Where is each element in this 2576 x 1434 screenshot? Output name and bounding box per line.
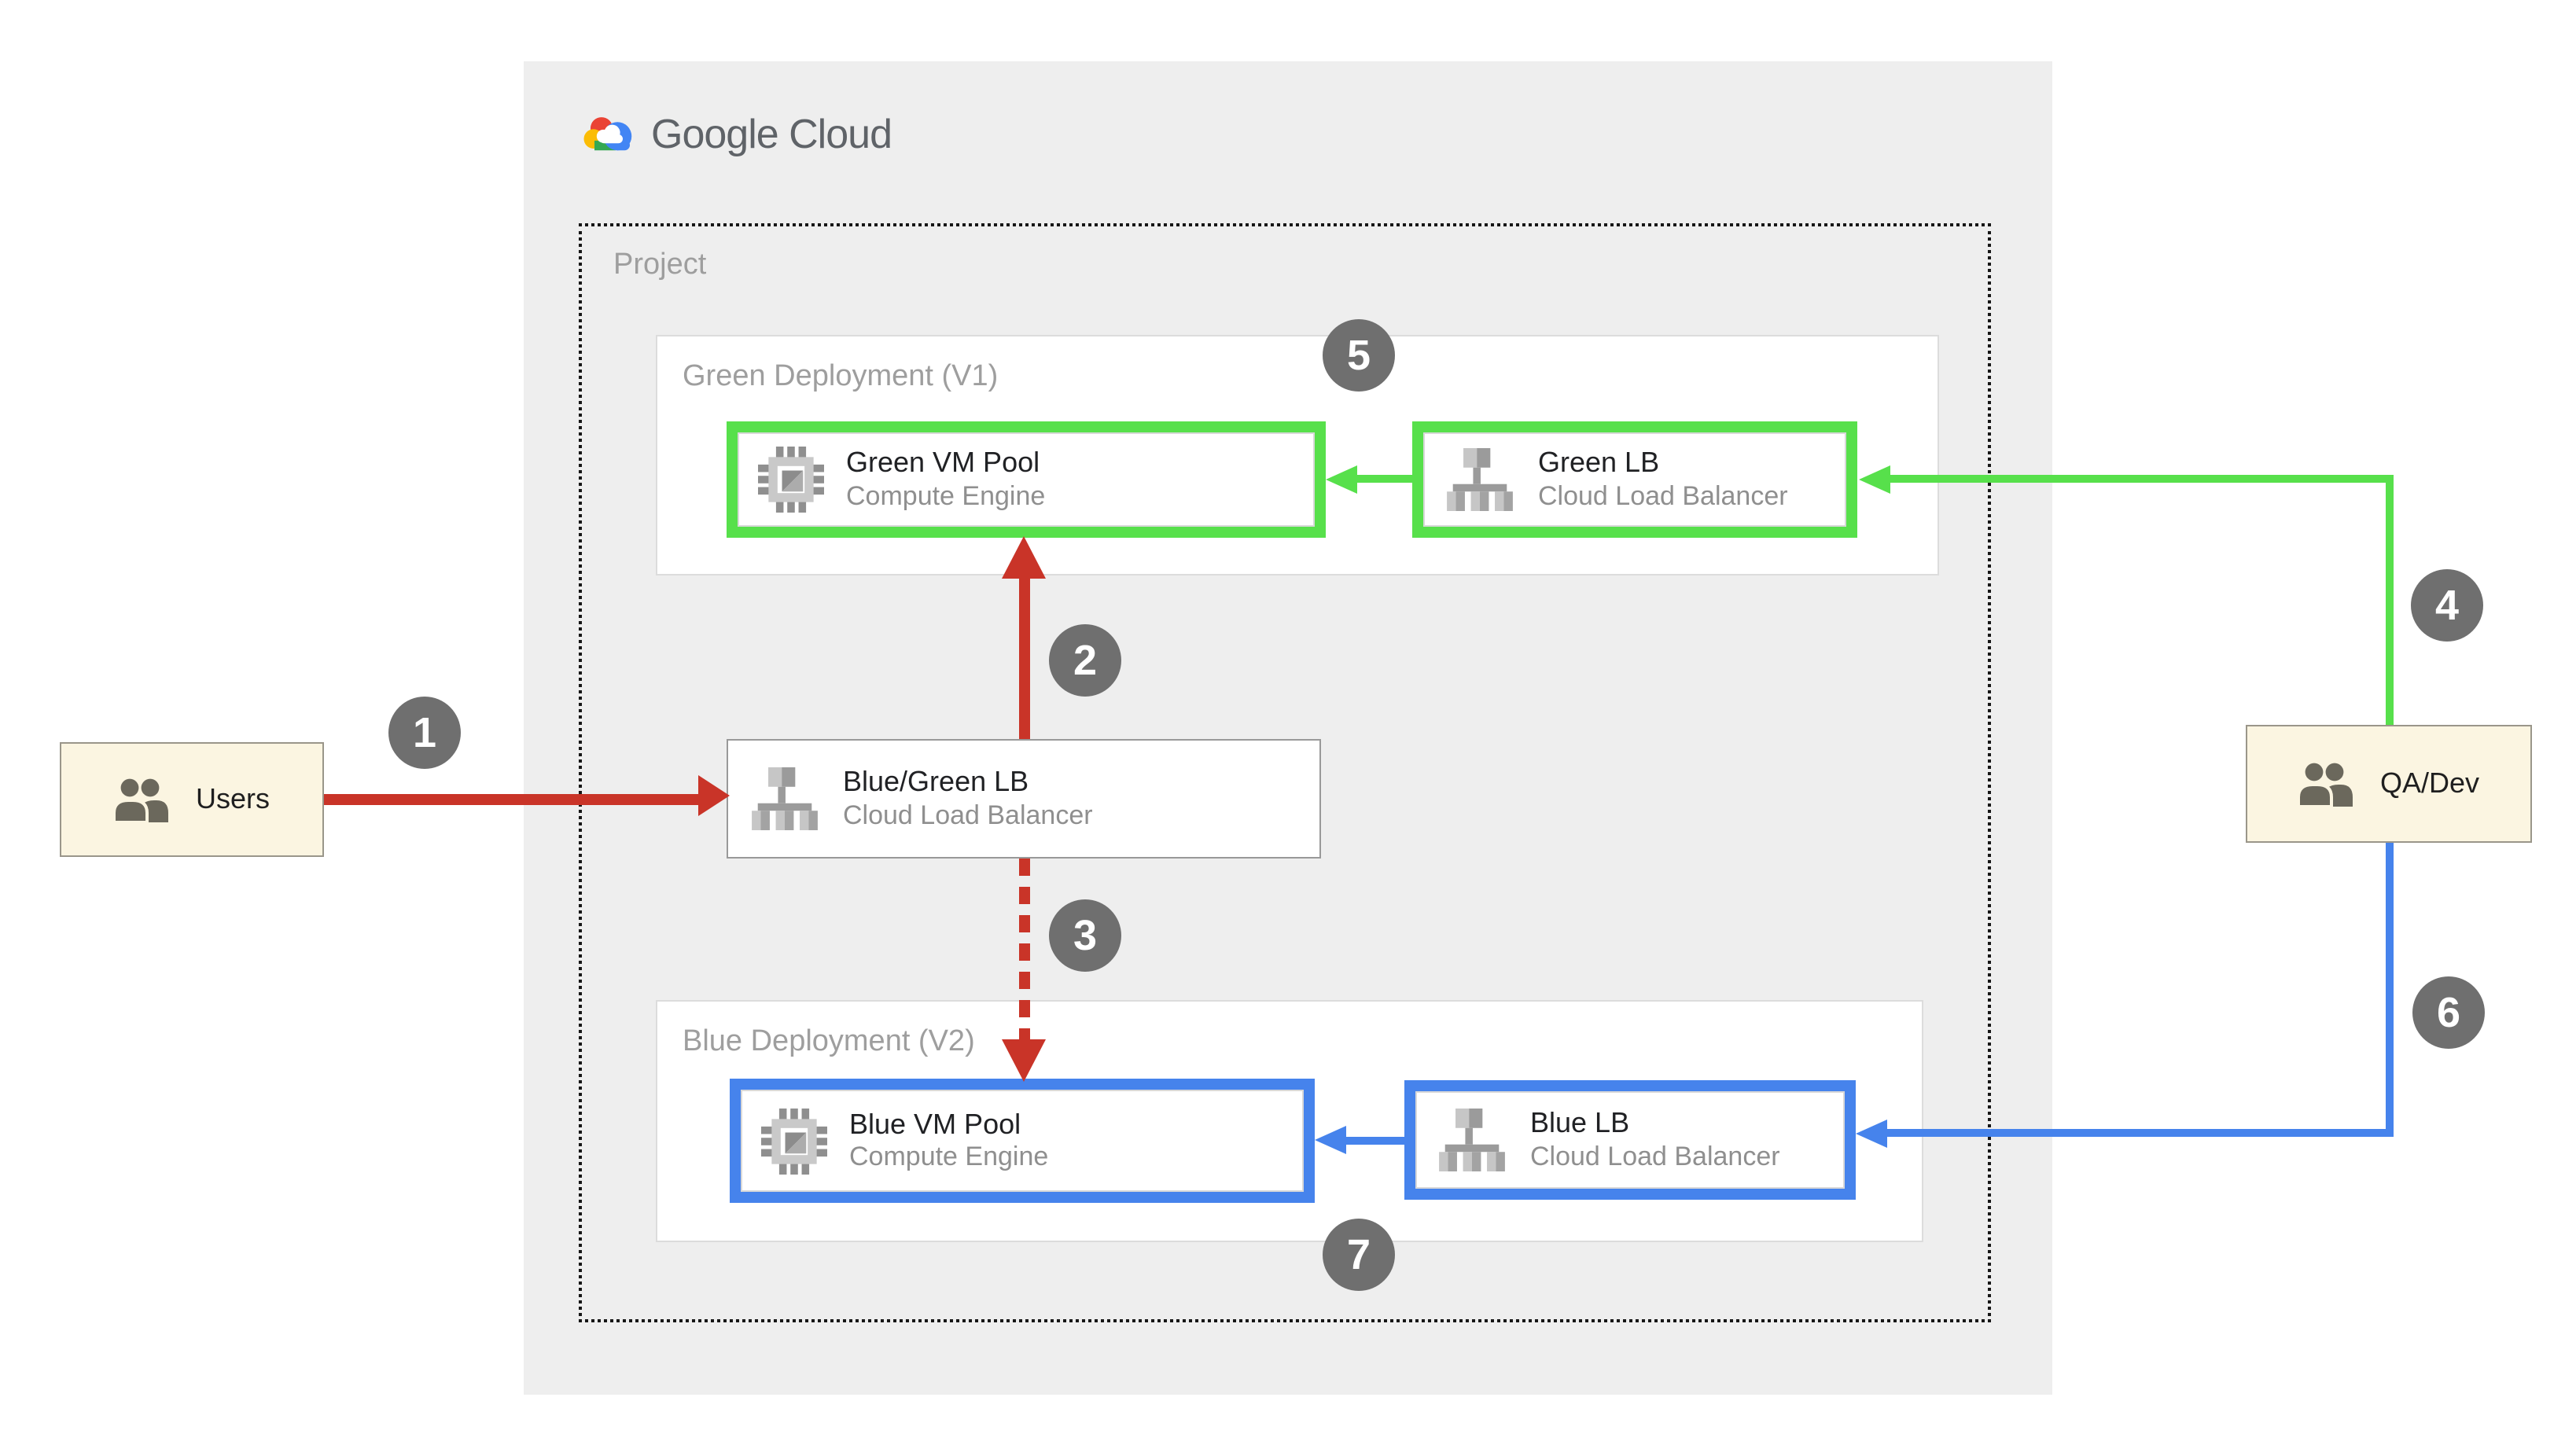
qa-to-blue-lb-vertical-line [2386, 843, 2394, 1137]
blue-green-lb-node: Blue/Green LB Cloud Load Balancer [727, 739, 1321, 859]
node-title: Blue VM Pool [849, 1108, 1021, 1139]
blue-deployment-title: Blue Deployment (V2) [683, 1025, 975, 1058]
google-cloud-logo: Google Cloud [582, 110, 892, 159]
node-title: Blue/Green LB [843, 766, 1029, 797]
actor-label: Users [195, 783, 270, 814]
lb-to-green-vm-arrow-line [1019, 575, 1030, 739]
node-subtitle: Cloud Load Balancer [1530, 1141, 1780, 1171]
lb-to-green-vm-arrowhead-icon [1002, 536, 1046, 579]
lb-to-blue-vm-arrowhead-icon [1002, 1039, 1046, 1082]
google-cloud-cloud-icon [582, 113, 635, 156]
green-deployment-title: Green Deployment (V1) [683, 360, 999, 393]
load-balancer-icon [1436, 1109, 1508, 1171]
step-badge-7: 7 [1323, 1219, 1395, 1291]
load-balancer-icon [1444, 448, 1516, 511]
node-subtitle: Compute Engine [846, 480, 1046, 511]
green-vm-pool-node: Green VM Pool Compute Engine [727, 421, 1326, 538]
qa-to-green-lb-horizontal-line [1887, 475, 2394, 483]
step-badge-3: 3 [1049, 899, 1121, 972]
step-badge-6: 6 [2412, 976, 2485, 1049]
qa-dev-actor: QA/Dev [2246, 725, 2532, 843]
users-to-lb-arrow-line [324, 794, 701, 805]
lb-to-blue-vm-dashed-line [1019, 859, 1030, 1039]
step-badge-5: 5 [1323, 319, 1395, 392]
blue-vm-pool-node: Blue VM Pool Compute Engine [730, 1079, 1315, 1203]
node-subtitle: Cloud Load Balancer [843, 800, 1093, 830]
blue-lb-node: Blue LB Cloud Load Balancer [1404, 1080, 1856, 1200]
node-title: Green VM Pool [846, 447, 1040, 478]
green-lb-to-vm-arrowhead-icon [1326, 465, 1357, 494]
node-subtitle: Cloud Load Balancer [1538, 480, 1788, 511]
brand-name: Google Cloud [651, 110, 892, 157]
step-badge-2: 2 [1049, 624, 1121, 697]
node-subtitle: Compute Engine [849, 1142, 1049, 1172]
project-boundary: Project [579, 223, 1991, 1322]
blue-lb-to-vm-arrowhead-icon [1315, 1126, 1346, 1154]
compute-engine-icon [758, 447, 824, 513]
green-lb-node: Green LB Cloud Load Balancer [1412, 421, 1857, 538]
node-title: Green LB [1538, 447, 1660, 478]
compute-engine-icon [761, 1108, 827, 1174]
qa-to-blue-lb-horizontal-line [1884, 1129, 2394, 1137]
load-balancer-icon [749, 767, 821, 830]
node-title: Blue LB [1530, 1107, 1630, 1138]
project-label: Project [613, 248, 707, 281]
actor-label: QA/Dev [2379, 767, 2480, 799]
qa-to-green-lb-arrowhead-icon [1859, 465, 1890, 494]
people-icon [113, 776, 171, 823]
people-icon [2298, 760, 2355, 807]
blue-lb-to-vm-arrow-line [1343, 1137, 1404, 1145]
step-badge-1: 1 [388, 697, 461, 769]
step-badge-4: 4 [2411, 569, 2483, 642]
qa-to-green-lb-vertical-line [2386, 475, 2394, 725]
users-to-lb-arrowhead-icon [698, 775, 730, 816]
green-lb-to-vm-arrow-line [1354, 475, 1412, 483]
users-actor: Users [60, 742, 324, 857]
qa-to-blue-lb-arrowhead-icon [1856, 1120, 1887, 1148]
